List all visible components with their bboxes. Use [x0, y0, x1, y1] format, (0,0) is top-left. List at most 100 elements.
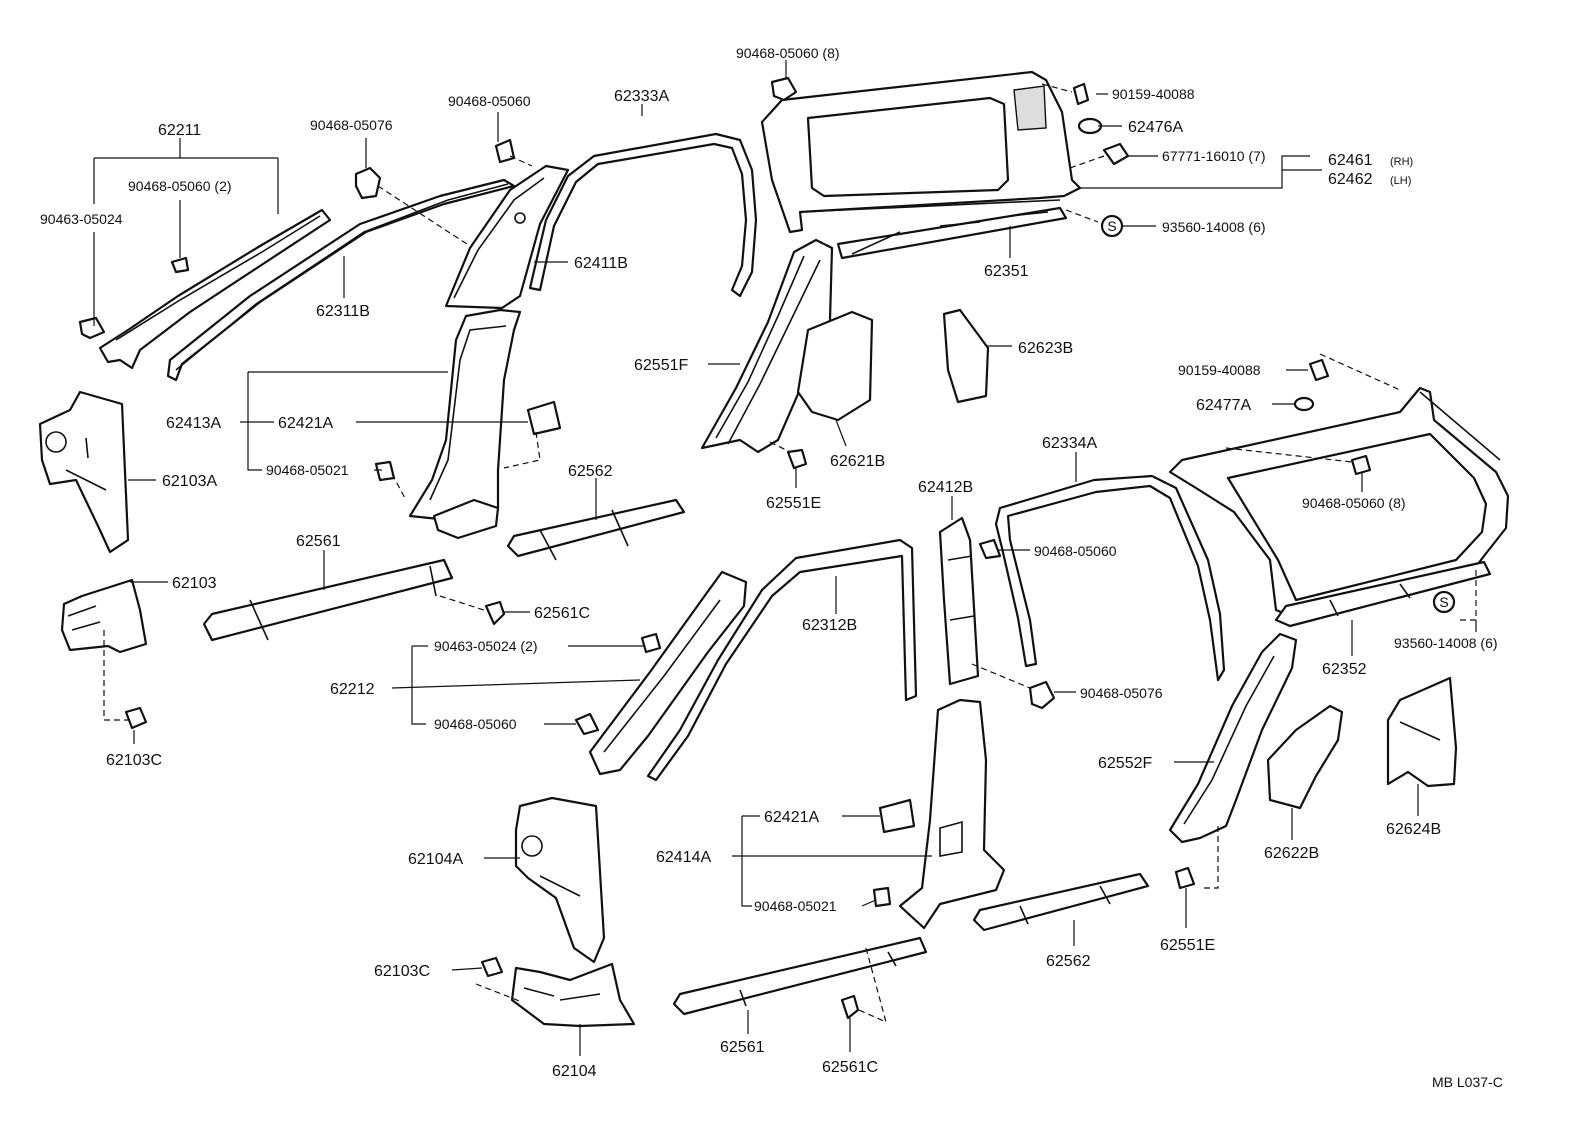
label-62412b: 62412B: [918, 479, 973, 496]
label-90468-05060-2: 90468-05060 (2): [128, 178, 232, 194]
label-62561c-top: 62561C: [534, 605, 590, 622]
label-62104: 62104: [552, 1063, 597, 1080]
label-62312b: 62312B: [802, 617, 857, 634]
washer-62477a: [1293, 396, 1315, 412]
label-62104a: 62104A: [408, 851, 463, 868]
part-62212-pillar-garnish: [588, 570, 748, 776]
label-62551e-top: 62551E: [766, 495, 821, 512]
label-90468-05060-b: 90468-05060: [1034, 543, 1117, 559]
label-90468-05060-c: 90468-05060: [434, 716, 517, 732]
label-62411b: 62411B: [574, 255, 628, 272]
clip-90463-05024: [78, 316, 106, 340]
part-62621b-pad: [796, 310, 874, 422]
label-62562-top: 62562: [568, 463, 613, 480]
label-62561c-bot: 62561C: [822, 1059, 878, 1076]
leader-lines: [93, 60, 1477, 1056]
label-93560-14008-top: 93560-14008 (6): [1162, 219, 1266, 235]
label-62414a: 62414A: [656, 849, 711, 866]
label-62562-bot: 62562: [1046, 953, 1091, 970]
part-62352-rail: [1274, 560, 1492, 628]
clip-90468-05060-a: [494, 138, 516, 164]
part-62334a-weatherstrip: [994, 474, 1226, 682]
part-62414a-lower-pillar: [898, 698, 1006, 930]
clip-90468-05060-8-top: [770, 76, 798, 102]
label-90468-05060-8-top: 90468-05060 (8): [736, 45, 840, 61]
s-mark-top-text: S: [1107, 218, 1116, 234]
label-90159-40088-top: 90159-40088: [1112, 86, 1195, 102]
part-62351-rail: [836, 206, 1068, 260]
label-62477a: 62477A: [1196, 397, 1251, 414]
part-62333a-weatherstrip: [528, 132, 758, 298]
part-62103c-grommet-left: [124, 706, 148, 730]
label-90468-05076-top: 90468-05076: [310, 117, 393, 133]
s-mark-top: S: [1100, 214, 1124, 238]
part-62552f-pillar-trim: [1168, 632, 1298, 844]
label-62351: 62351: [984, 263, 1029, 280]
label-62421a-top: 62421A: [278, 415, 333, 432]
label-90468-05060-a: 90468-05060: [448, 93, 531, 109]
screw-62551e-bot: [1174, 866, 1196, 890]
clip-90463-05024-2: [640, 632, 662, 654]
clip-90468-05076-top: [354, 166, 382, 200]
label-62421a-bot: 62421A: [764, 809, 819, 826]
label-90159-40088-right: 90159-40088: [1178, 362, 1261, 378]
label-62103c-left: 62103C: [106, 752, 162, 769]
screw-90159-40088-top: [1072, 82, 1090, 106]
part-62561-rail-bot: [672, 936, 928, 1016]
clip-90468-05076-mid: [1028, 680, 1056, 710]
part-62103-bracket: [60, 578, 148, 654]
diagram-code: MB L037-C: [1432, 1074, 1503, 1090]
screw-90159-40088-right: [1308, 358, 1330, 382]
label-62413a: 62413A: [166, 415, 221, 432]
part-62551f-pillar-trim: [700, 238, 834, 454]
label-62561-top: 62561: [296, 533, 341, 550]
label-90463-05024-2: 90463-05024 (2): [434, 638, 538, 654]
part-62624b-pad: [1386, 676, 1458, 788]
clip-62561c-bot: [840, 994, 860, 1020]
part-62562-rail-bot: [972, 872, 1150, 932]
part-62462-lh-rear-quarter-trim: [1168, 386, 1510, 618]
part-62311b-weatherstrip: [166, 178, 516, 382]
label-90468-05021-top: 90468-05021: [266, 462, 349, 478]
clip-90468-05060-b: [978, 538, 1002, 560]
label-62462: 62462: [1328, 171, 1373, 188]
retainer-62421a-bot: [878, 798, 916, 834]
label-90468-05060-8-right: 90468-05060 (8): [1302, 495, 1406, 511]
label-62333a: 62333A: [614, 88, 669, 105]
label-62561-bot: 62561: [720, 1039, 765, 1056]
label-93560-14008-right: 93560-14008 (6): [1394, 635, 1498, 651]
label-62212: 62212: [330, 681, 375, 698]
label-62551f: 62551F: [634, 357, 688, 374]
label-62334a: 62334A: [1042, 435, 1097, 452]
label-62476a: 62476A: [1128, 119, 1183, 136]
part-62312b-weatherstrip: [646, 538, 918, 782]
part-62622b-pad: [1266, 704, 1344, 810]
part-62411b-pillar-trim: [444, 164, 570, 310]
part-62561-rail-top: [202, 558, 454, 642]
clip-90468-05021-top: [374, 460, 396, 482]
part-62413a-center-pillar: [408, 308, 522, 540]
label-62352: 62352: [1322, 661, 1367, 678]
part-62461-rear-quarter-trim: [760, 70, 1082, 234]
label-62311b: 62311B: [316, 303, 370, 320]
part-62104a-panel: [514, 796, 606, 964]
part-62562-rail-top: [506, 498, 686, 561]
label-62552f: 62552F: [1098, 755, 1152, 772]
label-62103c-bot: 62103C: [374, 963, 430, 980]
label-90468-05021-bot: 90468-05021: [754, 898, 837, 914]
part-62623b-pad: [942, 308, 990, 404]
clip-62561c-top: [484, 600, 506, 626]
label-62622b: 62622B: [1264, 845, 1319, 862]
label-62624b: 62624B: [1386, 821, 1441, 838]
label-62551e-bot: 62551E: [1160, 937, 1215, 954]
label-62623b: 62623B: [1018, 340, 1073, 357]
screw-62551e-top: [786, 448, 808, 470]
label-67771-16010: 67771-16010 (7): [1162, 148, 1266, 164]
label-62211: 62211: [158, 122, 201, 139]
s-mark-right: S: [1432, 590, 1456, 614]
label-62461: 62461: [1328, 152, 1373, 169]
clip-90468-05060-c: [574, 712, 600, 736]
clip-67771-16010: [1102, 142, 1130, 166]
label-90468-05076-mid: 90468-05076: [1080, 685, 1163, 701]
